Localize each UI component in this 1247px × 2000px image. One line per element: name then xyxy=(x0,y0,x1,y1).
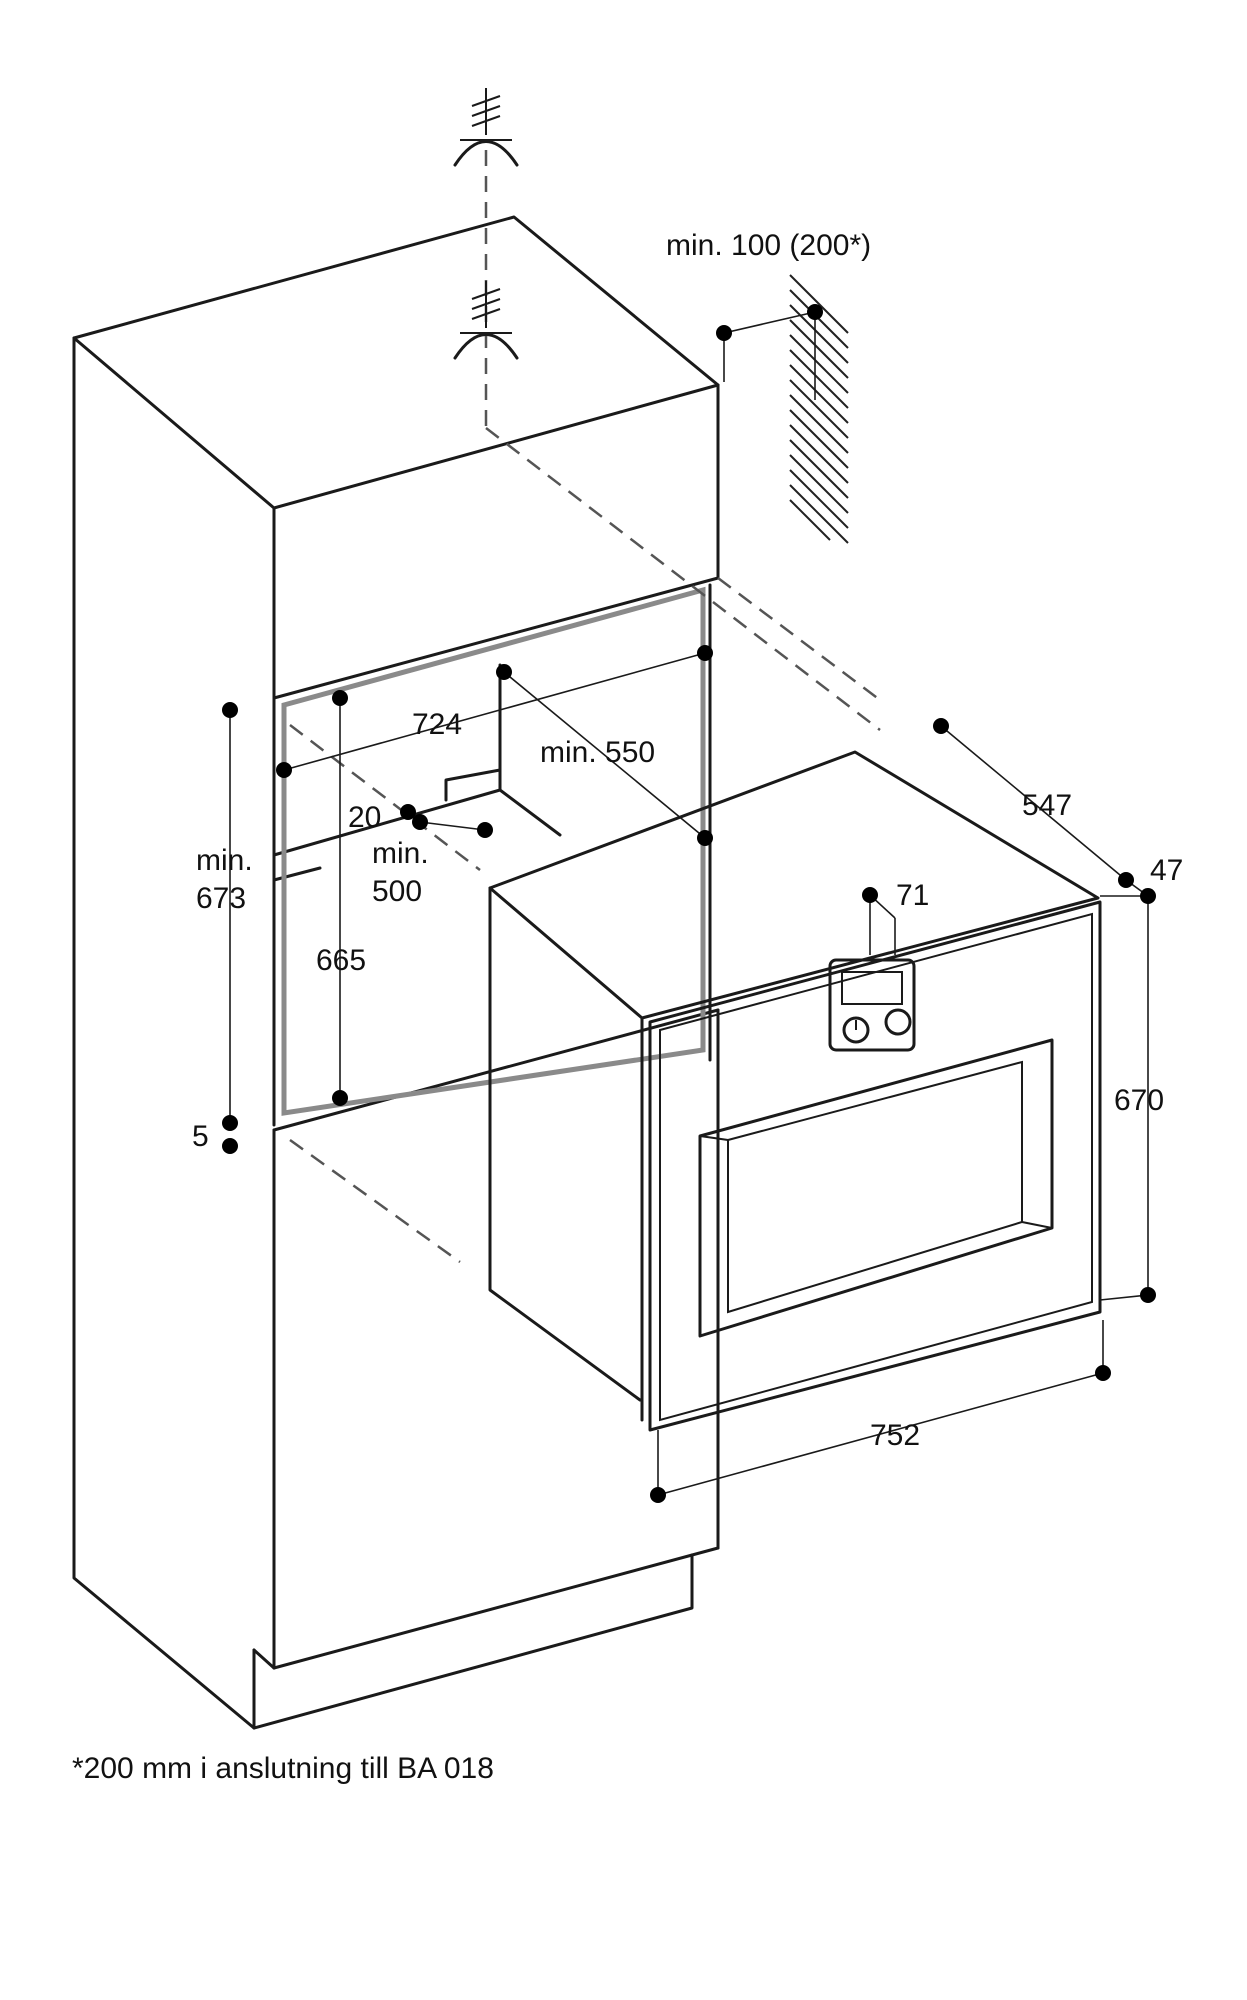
label-min-673-line2: 673 xyxy=(196,882,246,915)
dimension-dot xyxy=(933,718,949,734)
dimension-dot xyxy=(412,814,428,830)
dimension-dot xyxy=(400,804,416,820)
label-724: 724 xyxy=(412,708,462,741)
dimension-dot xyxy=(862,887,878,903)
electrical-symbol-icon xyxy=(453,281,519,360)
dimension-dot xyxy=(332,690,348,706)
wall-hatch xyxy=(789,274,849,544)
dimension-dot xyxy=(1095,1365,1111,1381)
dimension-dot xyxy=(332,1090,348,1106)
control-knob xyxy=(884,1008,912,1036)
dimension-dot xyxy=(1118,872,1134,888)
dimension-dot xyxy=(697,645,713,661)
control-knob xyxy=(842,1016,870,1044)
dimension-dot xyxy=(496,664,512,680)
label-547: 547 xyxy=(1022,789,1072,822)
label-47: 47 xyxy=(1150,854,1183,887)
dimension-dot xyxy=(1140,1287,1156,1303)
dimension-dot xyxy=(222,1115,238,1131)
dimension-lines xyxy=(229,311,1149,1496)
label-665: 665 xyxy=(316,944,366,977)
label-71: 71 xyxy=(896,879,929,912)
electrical-symbol-icon xyxy=(453,88,519,167)
label-20: 20 xyxy=(348,801,381,834)
dimension-dot xyxy=(222,702,238,718)
oven xyxy=(488,750,1102,1432)
dimension-dot xyxy=(807,304,823,320)
niche-outline xyxy=(281,586,706,1116)
label-min-100-200: min. 100 (200*) xyxy=(666,229,871,262)
dimension-dots xyxy=(222,304,1156,1503)
footnote: *200 mm i anslutning till BA 018 xyxy=(72,1752,494,1785)
dimension-dot xyxy=(650,1487,666,1503)
dimension-dot xyxy=(697,830,713,846)
dimension-labels: min. 100 (200*) 724 min. 550 547 47 20 m… xyxy=(192,229,1183,1452)
dimension-dot xyxy=(1140,888,1156,904)
control-panel xyxy=(828,958,916,1052)
tall-cabinet xyxy=(72,215,720,1730)
label-min-500-line2: 500 xyxy=(372,875,422,908)
label-5: 5 xyxy=(192,1120,209,1153)
dimension-dot xyxy=(477,822,493,838)
dimension-dot xyxy=(222,1138,238,1154)
label-670: 670 xyxy=(1114,1084,1164,1117)
label-min-500-line1: min. xyxy=(372,837,429,870)
label-752: 752 xyxy=(870,1419,920,1452)
dimension-dot xyxy=(716,325,732,341)
label-min-550: min. 550 xyxy=(540,736,655,769)
dimension-dot xyxy=(276,762,292,778)
label-min-673-line1: min. xyxy=(196,844,253,877)
